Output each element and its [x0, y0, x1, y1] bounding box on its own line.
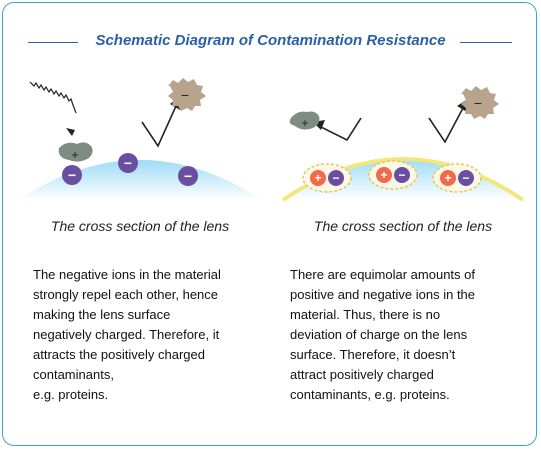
negative-ion	[458, 170, 474, 186]
negative-contaminant-icon	[461, 86, 499, 119]
negative-ion	[328, 170, 344, 186]
right-description-line: There are equimolar amounts of	[290, 267, 475, 282]
negative-ion-sign: −	[68, 167, 76, 183]
deflection-arrow	[428, 107, 464, 144]
left-description-line: making the lens surface	[33, 307, 171, 322]
right-description-line: contaminants, e.g. proteins.	[290, 387, 450, 402]
protein-contaminant-icon	[58, 142, 93, 162]
protein-contaminant-icon	[289, 111, 320, 130]
left-lens-illustration: + − − − −	[18, 78, 262, 200]
ion-pair: + −	[302, 163, 352, 193]
positive-ion	[440, 170, 456, 186]
left-description-line: contaminants,	[33, 367, 114, 382]
left-description-line: negatively charged. Therefore, it	[33, 327, 220, 342]
contaminant-minus-sign: −	[181, 87, 189, 103]
deflection-arrow	[141, 105, 177, 148]
title-row: Schematic Diagram of Contamination Resis…	[0, 30, 541, 54]
positive-ion-sign: +	[444, 171, 451, 185]
negative-ion-sign: −	[462, 171, 469, 185]
right-description-line: surface. Therefore, it doesn’t	[290, 347, 456, 362]
ion-pair: + −	[432, 163, 482, 193]
left-caption: The cross section of the lens	[50, 218, 230, 234]
negative-ion	[178, 166, 198, 186]
protein-plus-sign: +	[71, 147, 79, 162]
lens-cross-section	[18, 160, 262, 200]
diagram-title: Schematic Diagram of Contamination Resis…	[95, 32, 446, 49]
ion-pair: + −	[368, 160, 418, 190]
diagram-frame	[2, 2, 537, 446]
positive-ion	[310, 170, 326, 186]
positive-ion-sign: +	[380, 168, 387, 182]
wavy-arrow	[29, 81, 77, 114]
left-description-line: e.g. proteins.	[33, 387, 109, 402]
title-rule-right	[460, 42, 512, 43]
right-lens-illustration: + − + − + − + −	[281, 86, 525, 202]
positive-ion	[376, 167, 392, 183]
left-description-line: strongly repel each other, hence	[33, 287, 219, 302]
negative-ion	[394, 167, 410, 183]
wavy-arrow-head	[66, 128, 75, 136]
right-description-line: deviation of charge on the lens	[290, 327, 468, 342]
right-description-line: positive and negative ions in the	[290, 287, 476, 302]
negative-ion-sign: −	[332, 171, 339, 185]
negative-ion-sign: −	[124, 155, 132, 171]
deflection-arrow	[318, 117, 362, 142]
left-panel: + − − − − The cross section of the lens	[10, 60, 270, 310]
right-description-line: material. Thus, there is no	[290, 307, 441, 322]
left-description-line: The negative ions in the material	[33, 267, 221, 282]
negative-contaminant-icon	[168, 78, 206, 111]
left-description-line: attracts the positively charged	[33, 347, 205, 362]
negative-ion	[62, 165, 82, 185]
positive-ion-sign: +	[314, 171, 321, 185]
negative-ion-sign: −	[398, 168, 405, 182]
negative-ion	[118, 153, 138, 173]
negative-ion-sign: −	[184, 168, 192, 184]
left-description: The negative ions in the material strong…	[33, 265, 221, 405]
contaminant-minus-sign: −	[474, 95, 482, 111]
title-rule-left	[28, 42, 78, 43]
right-description-line: attract positively charged	[290, 367, 434, 382]
right-panel: + − + − + − + − The cross section of the…	[273, 60, 533, 310]
right-description: There are equimolar amounts of positive …	[290, 265, 475, 405]
protein-plus-sign: +	[301, 116, 308, 130]
right-caption: The cross section of the lens	[313, 218, 493, 234]
